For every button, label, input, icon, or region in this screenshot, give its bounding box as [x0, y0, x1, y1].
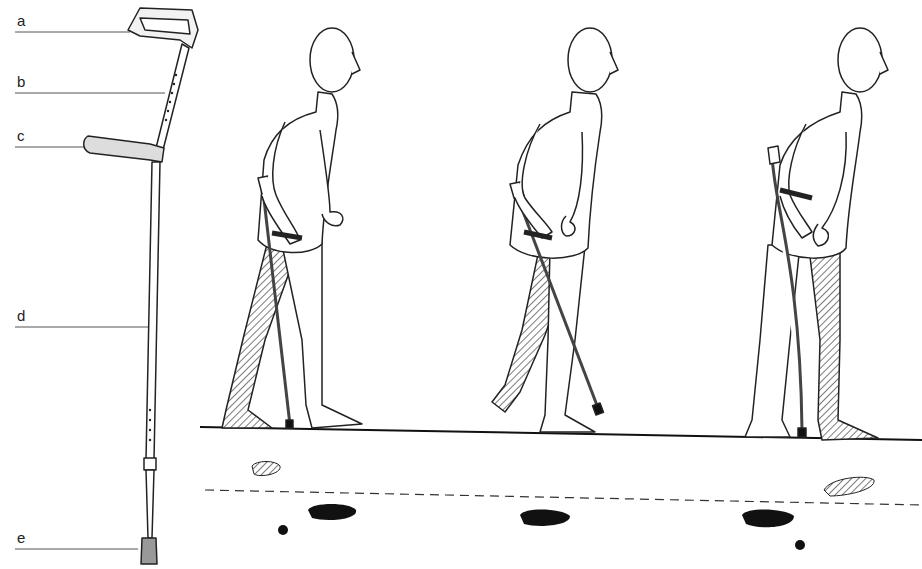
part-letter: d: [17, 308, 25, 324]
part-letter: e: [17, 530, 25, 546]
part-letter: b: [17, 74, 25, 90]
track-line: [205, 490, 922, 505]
walking-figure: [222, 28, 362, 428]
walking-figure: [492, 28, 618, 432]
footprints: [252, 462, 874, 551]
part-letter: a: [17, 13, 25, 29]
walking-figure: [745, 28, 888, 440]
crutch: [84, 8, 198, 564]
part-letter: c: [17, 128, 25, 144]
leader-lines: [15, 32, 165, 549]
